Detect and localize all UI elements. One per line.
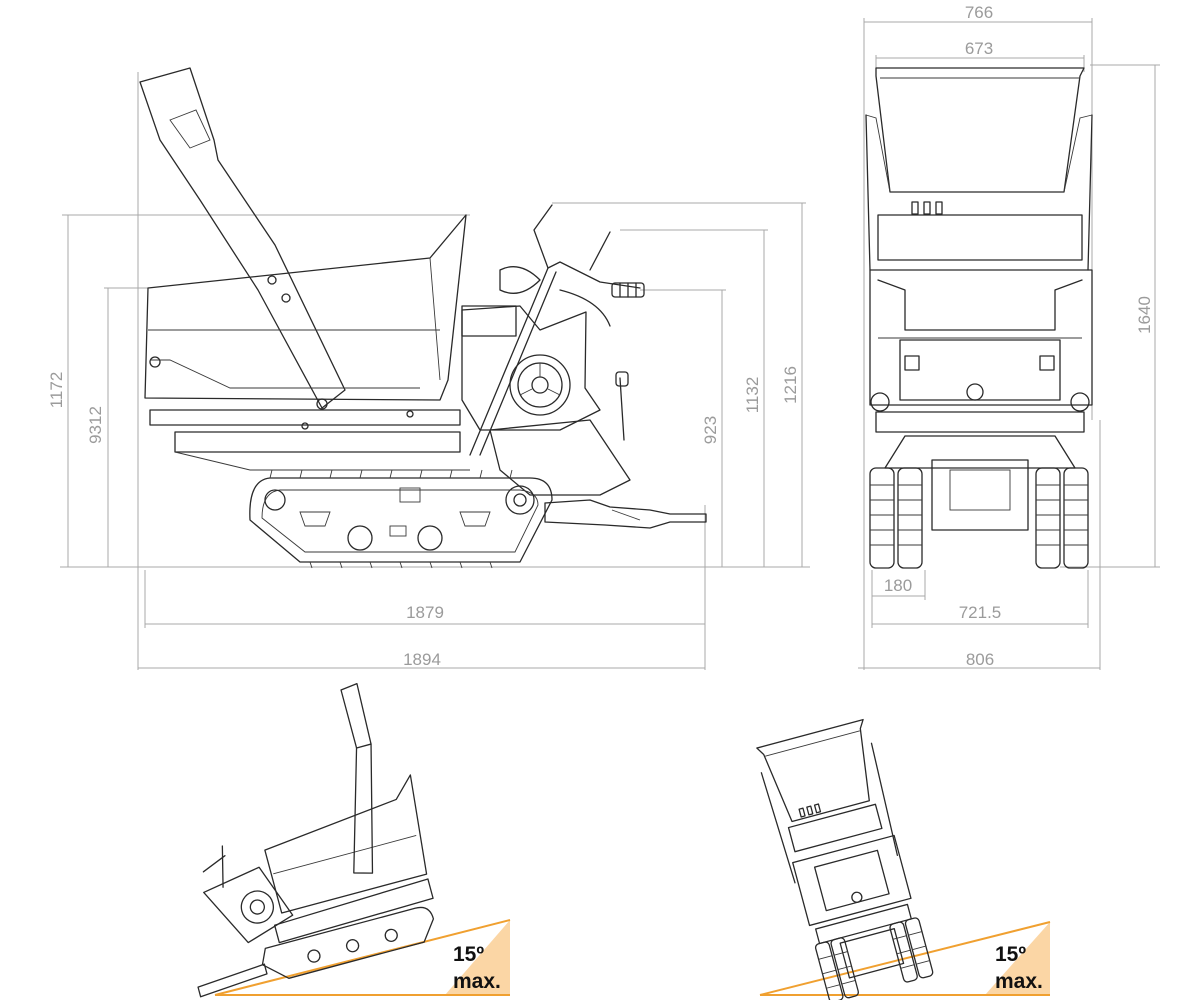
right-track-inner (1035, 467, 1061, 569)
side-machine (139, 67, 707, 569)
slope-wedge (445, 920, 510, 995)
left-track-inner (897, 467, 923, 569)
dim-label-806: 806 (966, 650, 994, 669)
slope-front-view: 15º max. (756, 718, 1051, 1000)
slope-line (759, 921, 1051, 996)
control-knob-icon (911, 201, 919, 215)
slope-side-view: 15º max. (197, 683, 511, 998)
dim-label-1172: 1172 (47, 372, 66, 409)
slope-max-label: max. (995, 970, 1043, 993)
dim-label-1894: 1894 (403, 650, 441, 669)
tilted-machine-front (756, 718, 934, 1000)
dim-label-180: 180 (884, 576, 912, 595)
front-dimension-lines (858, 18, 1160, 670)
tilted-machine-side (197, 683, 435, 998)
control-knob-icon (923, 201, 931, 215)
dump-lever (139, 67, 346, 409)
dim-label-1879: 1879 (406, 603, 444, 622)
chassis-frame (149, 409, 461, 426)
side-dimension-lines (60, 72, 810, 670)
front-view: 766 673 1640 180 721.5 806 (858, 3, 1160, 670)
right-track-outer (1063, 467, 1089, 569)
dim-label-766: 766 (965, 3, 993, 22)
engine-block (461, 305, 601, 431)
idler-wheel-icon (264, 489, 286, 511)
side-view: 1172 9312 923 1132 1216 1879 1894 (47, 67, 810, 670)
slope-max-label: max. (453, 970, 501, 993)
slope-wedge (985, 922, 1050, 995)
front-machine (865, 67, 1093, 569)
dim-label-1640: 1640 (1135, 296, 1154, 334)
engine-fan-icon (240, 890, 274, 924)
drive-sprocket-icon (505, 485, 535, 515)
dim-label-721-5: 721.5 (959, 603, 1002, 622)
slope-angle-label: 15º (995, 943, 1026, 966)
slope-angle-label: 15º (453, 943, 484, 966)
track-roller-icon (417, 525, 443, 551)
slope-line (214, 919, 511, 996)
dim-label-9312: 9312 (86, 406, 105, 444)
dim-label-1216: 1216 (781, 366, 800, 404)
dim-label-923: 923 (701, 416, 720, 444)
control-knob-icon (935, 201, 943, 215)
left-track-outer (869, 467, 895, 569)
tow-bar (544, 499, 707, 529)
track-roller-icon (347, 525, 373, 551)
engine-fan-icon (509, 354, 571, 416)
dim-label-673: 673 (965, 39, 993, 58)
front-dump-bucket (875, 67, 1085, 193)
crawler-track (249, 477, 553, 563)
dim-label-1132: 1132 (743, 377, 762, 414)
